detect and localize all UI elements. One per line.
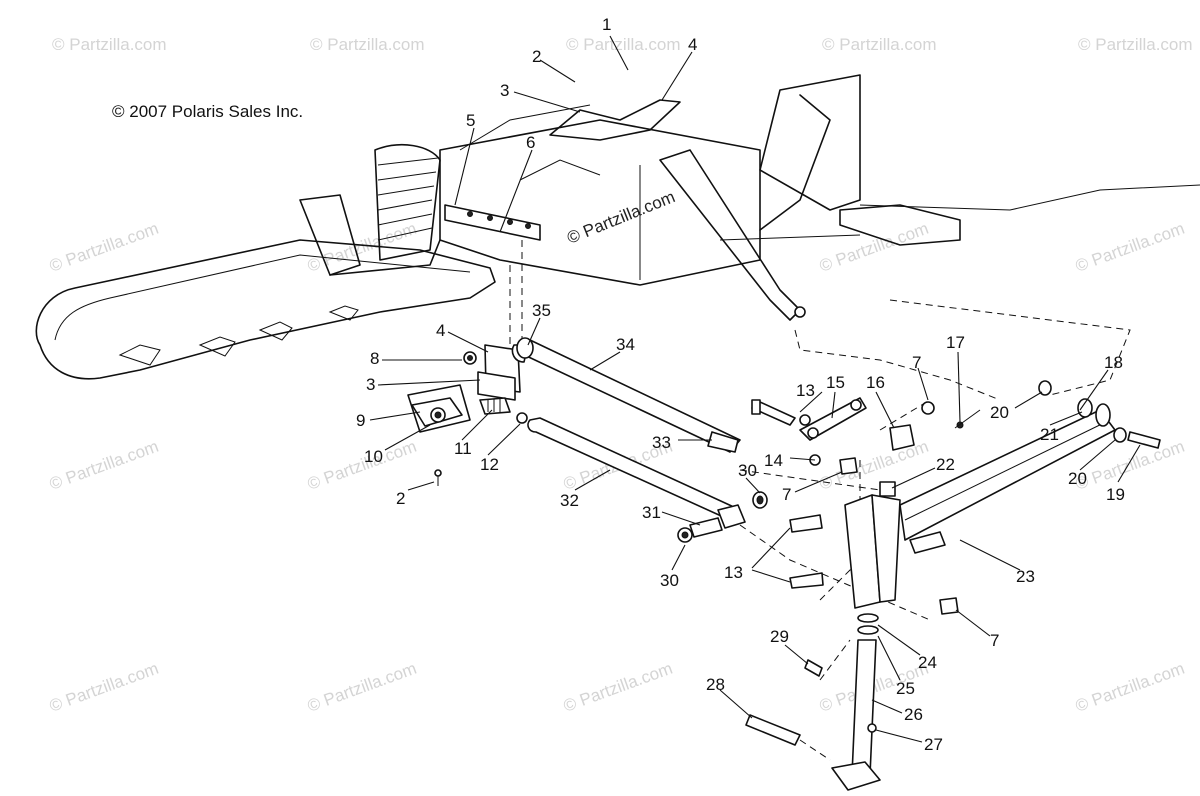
- callout-label: 34: [616, 335, 635, 354]
- callout-label: 2: [396, 489, 405, 508]
- callout-label: 2: [532, 47, 541, 66]
- tie-rod-34: [516, 337, 741, 453]
- callout-label: 25: [896, 679, 915, 698]
- watermark-main-text: © Partzilla.com: [564, 187, 677, 248]
- callout-label: 1: [602, 15, 611, 34]
- leader-lines: [369, 35, 1141, 743]
- tie-rod-32: [527, 417, 768, 543]
- watermark-text: © Partzilla.com: [47, 219, 161, 276]
- callout-label: 7: [990, 631, 999, 650]
- callout-label: 3: [366, 375, 375, 394]
- callout-label: 30: [738, 461, 757, 480]
- watermark-text: © Partzilla.com: [1073, 437, 1187, 494]
- callout-label: 26: [904, 705, 923, 724]
- watermark-text: © Partzilla.com: [1078, 35, 1193, 54]
- watermark-text: © Partzilla.com: [1073, 219, 1187, 276]
- watermark-text: © Partzilla.com: [47, 437, 161, 494]
- callout-label: 33: [652, 433, 671, 452]
- callout-label: 14: [764, 451, 783, 470]
- callout-numbers: 1 2 3 4 5 6 35 34 4 8 3 9 10 11 12 2 33 …: [356, 15, 1125, 754]
- callout-label: 5: [466, 111, 475, 130]
- callout-label: 28: [706, 675, 725, 694]
- callout-label: 7: [782, 485, 791, 504]
- callout-label: 32: [560, 491, 579, 510]
- snowmobile-frame: [35, 74, 1200, 380]
- callout-label: 29: [770, 627, 789, 646]
- callout-label: 30: [660, 571, 679, 590]
- callout-label: 7: [912, 353, 921, 372]
- callout-label: 24: [918, 653, 937, 672]
- callout-label: 16: [866, 373, 885, 392]
- callout-label: 6: [526, 133, 535, 152]
- callout-label: 11: [454, 439, 472, 458]
- callout-label: 3: [500, 81, 509, 100]
- callout-label: 21: [1040, 425, 1059, 444]
- callout-label: 18: [1104, 353, 1123, 372]
- steering-arm-15: [751, 397, 981, 475]
- bracket-assembly: [407, 344, 529, 486]
- callout-label: 13: [796, 381, 815, 400]
- watermark-text: © Partzilla.com: [566, 35, 681, 54]
- callout-label: 20: [1068, 469, 1087, 488]
- spindle-assembly: [745, 380, 1161, 791]
- callout-label: 31: [642, 503, 661, 522]
- watermark-text: © Partzilla.com: [305, 437, 419, 494]
- callout-label: 13: [724, 563, 743, 582]
- callout-label: 19: [1106, 485, 1125, 504]
- callout-label: 20: [990, 403, 1009, 422]
- watermark-text: © Partzilla.com: [52, 35, 167, 54]
- copyright-notice: © 2007 Polaris Sales Inc.: [112, 102, 304, 121]
- callout-label: 15: [826, 373, 845, 392]
- watermark-layer: © Partzilla.com © Partzilla.com © Partzi…: [47, 35, 1193, 716]
- callout-label: 12: [480, 455, 499, 474]
- callout-label: 17: [946, 333, 965, 352]
- callout-label: 27: [924, 735, 943, 754]
- callout-label: 22: [936, 455, 955, 474]
- watermark-text: © Partzilla.com: [47, 659, 161, 716]
- callout-label: 23: [1016, 567, 1035, 586]
- callout-label: 4: [436, 321, 445, 340]
- watermark-text: © Partzilla.com: [822, 35, 937, 54]
- watermark-text: © Partzilla.com: [817, 219, 931, 276]
- callout-label: 9: [356, 411, 365, 430]
- watermark-text: © Partzilla.com: [305, 659, 419, 716]
- callout-label: 35: [532, 301, 551, 320]
- callout-label: 8: [370, 349, 379, 368]
- callout-label: 10: [364, 447, 383, 466]
- watermark-text: © Partzilla.com: [561, 659, 675, 716]
- watermark-text: © Partzilla.com: [1073, 659, 1187, 716]
- callout-label: 4: [688, 35, 697, 54]
- watermark-text: © Partzilla.com: [310, 35, 425, 54]
